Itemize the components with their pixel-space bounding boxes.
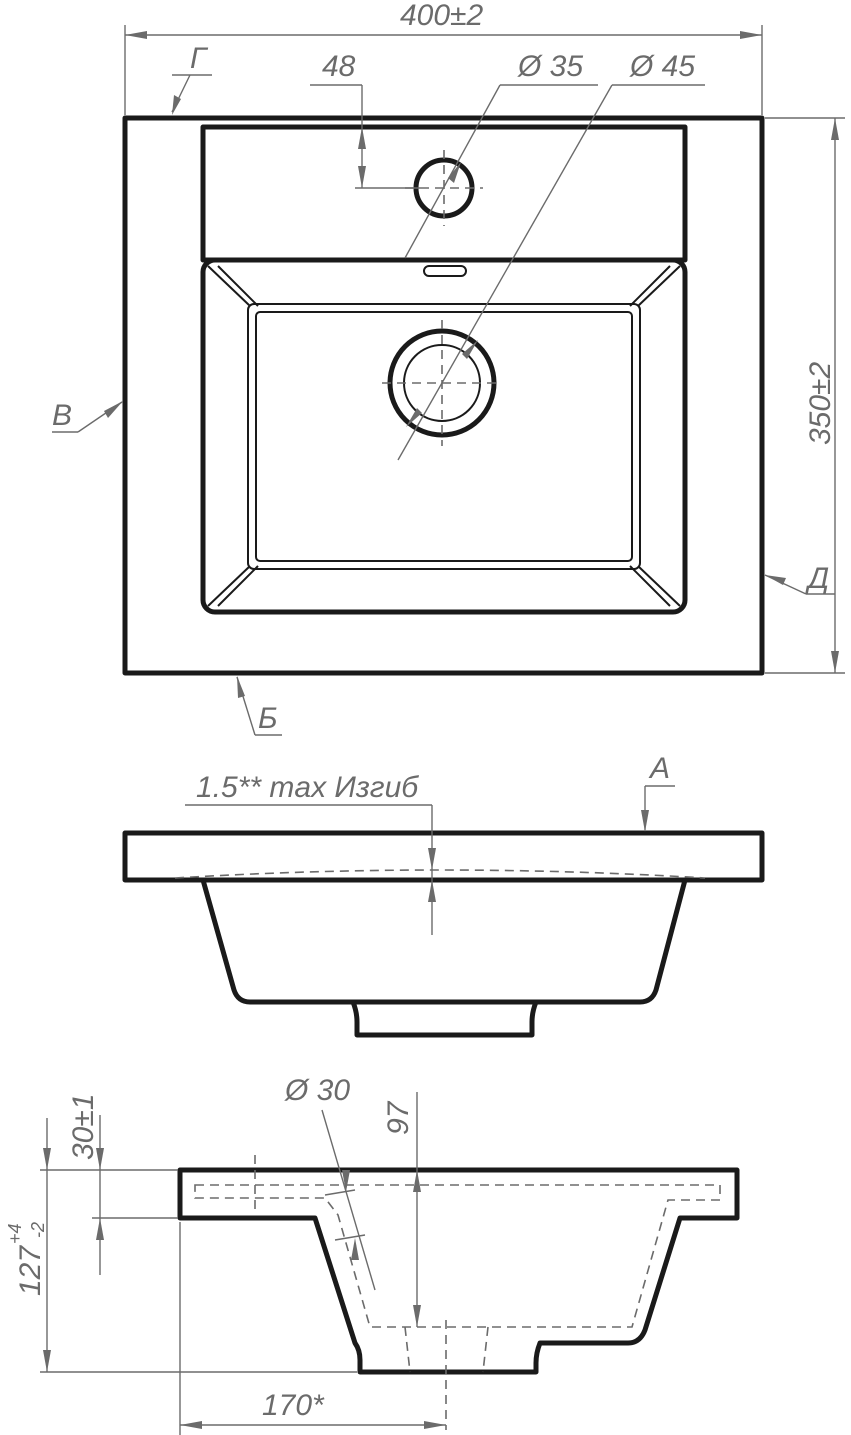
overflow-slot	[423, 265, 467, 277]
chamfer-br2	[629, 565, 671, 607]
side-hole-diameter: Ø 30	[284, 1074, 350, 1107]
front-drain	[350, 1001, 539, 1038]
chamfer-bl	[207, 565, 251, 607]
side-hidden-inner	[194, 1184, 721, 1328]
width-dimension: 400±2	[400, 0, 484, 32]
view-marker-a: А	[648, 752, 670, 785]
front-view: 1.5** max Изгиб А	[122, 752, 765, 1038]
chamfer-tr	[637, 265, 681, 307]
chamfer-tr2	[629, 265, 671, 307]
total-height-tol-lower: -2	[28, 1222, 48, 1238]
top-outer-outline	[122, 115, 765, 676]
bowl-floor	[247, 303, 641, 570]
tap-hole-diameter: Ø 35	[517, 50, 583, 83]
height-dimension: 350±2	[804, 361, 837, 445]
total-height-dimension: 127	[14, 1245, 47, 1296]
bowl-outer	[200, 257, 688, 615]
tap-offset-dimension: 48	[322, 50, 356, 83]
top-view: 400±2 350±2 48 Ø 35 Ø 45 Г В	[52, 0, 845, 736]
side-outline	[177, 1167, 740, 1375]
side-view: Ø 30 97 30±1 127 +4 -2 170*	[5, 1074, 740, 1435]
chamfer-tl	[207, 265, 251, 307]
bowl-depth-dimension: 97	[382, 1100, 415, 1135]
drain-diameter: Ø 45	[629, 50, 695, 83]
view-marker-g: Г	[190, 42, 209, 75]
view-marker-b: Б	[258, 702, 278, 735]
deflection-note: 1.5** max Изгиб	[196, 771, 419, 804]
total-height-tol-upper: +4	[5, 1223, 25, 1244]
top-back-ledge	[200, 124, 688, 263]
rim-thickness-dimension: 30±1	[67, 1093, 100, 1160]
view-marker-v: В	[52, 399, 72, 432]
chamfer-bl2	[217, 565, 259, 607]
bowl-floor-inner	[255, 311, 633, 562]
front-bowl	[200, 879, 688, 1005]
front-countertop	[122, 830, 765, 883]
chamfer-tl2	[217, 265, 259, 307]
chamfer-br	[637, 565, 681, 607]
view-marker-d: Д	[805, 562, 829, 595]
drain-offset-dimension: 170*	[262, 1389, 325, 1422]
